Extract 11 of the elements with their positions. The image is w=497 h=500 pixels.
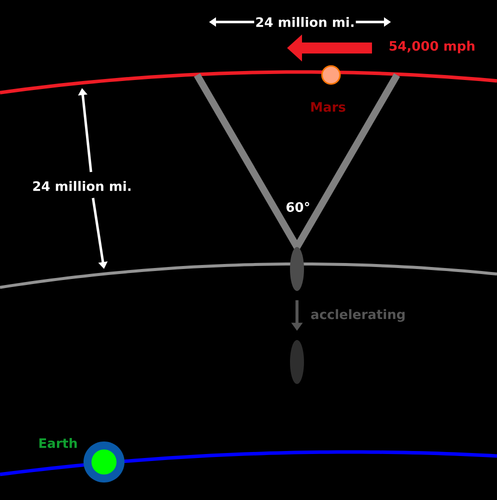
planet: Mars [311, 65, 346, 112]
angle-label: 60° [286, 202, 310, 212]
dimension-label: 24 million mi. [254, 16, 356, 28]
spacecraft [290, 247, 304, 291]
edge-label: acclelerating [311, 309, 405, 322]
speed-label: 54,000 mph [390, 40, 474, 54]
dimension-label: 24 million mi. [31, 180, 133, 192]
node-label: Mars [311, 102, 346, 112]
planet: Earth [39, 438, 124, 482]
spacecraft [290, 340, 304, 384]
node-label: Earth [39, 438, 77, 448]
